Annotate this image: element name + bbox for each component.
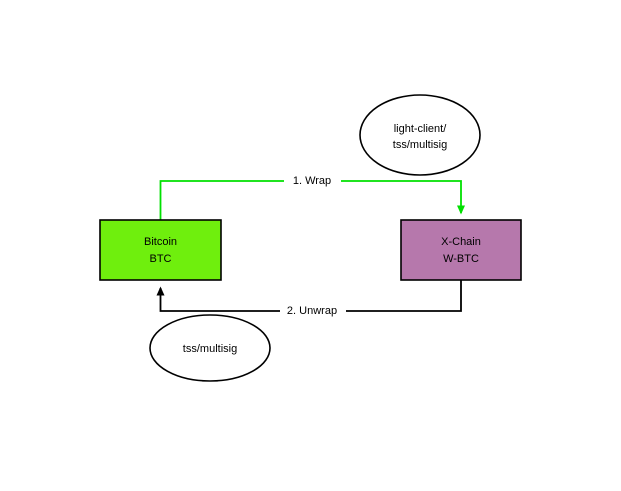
node-top-ellipse[interactable]: light-client/ tss/multisig [359,94,481,176]
node-xchain[interactable]: X-Chain W-BTC [400,219,522,281]
bitcoin-label-line1: Bitcoin [144,236,177,248]
top-ellipse-label-line1: light-client/ [394,123,448,135]
edge-label-unwrap: 2. Unwrap [280,303,346,319]
node-bottom-ellipse[interactable]: tss/multisig [149,314,271,382]
bottom-ellipse-label-line1: tss/multisig [183,343,237,355]
node-bitcoin[interactable]: Bitcoin BTC [99,219,222,281]
bitcoin-box-shape [99,219,222,281]
wrap-label-background [284,173,341,189]
bottom-ellipse-shape [149,314,271,382]
unwrap-label-background [280,303,346,319]
edge-label-wrap: 1. Wrap [284,173,341,189]
xchain-label-line2: W-BTC [443,253,479,265]
xchain-label-line1: X-Chain [441,236,481,248]
top-ellipse-shape [359,94,481,176]
bitcoin-label-line2: BTC [150,253,172,265]
unwrap-label-text: 2. Unwrap [287,305,337,317]
xchain-box-shape [400,219,522,281]
wrap-label-text: 1. Wrap [293,175,331,187]
top-ellipse-label-line2: tss/multisig [393,139,447,151]
